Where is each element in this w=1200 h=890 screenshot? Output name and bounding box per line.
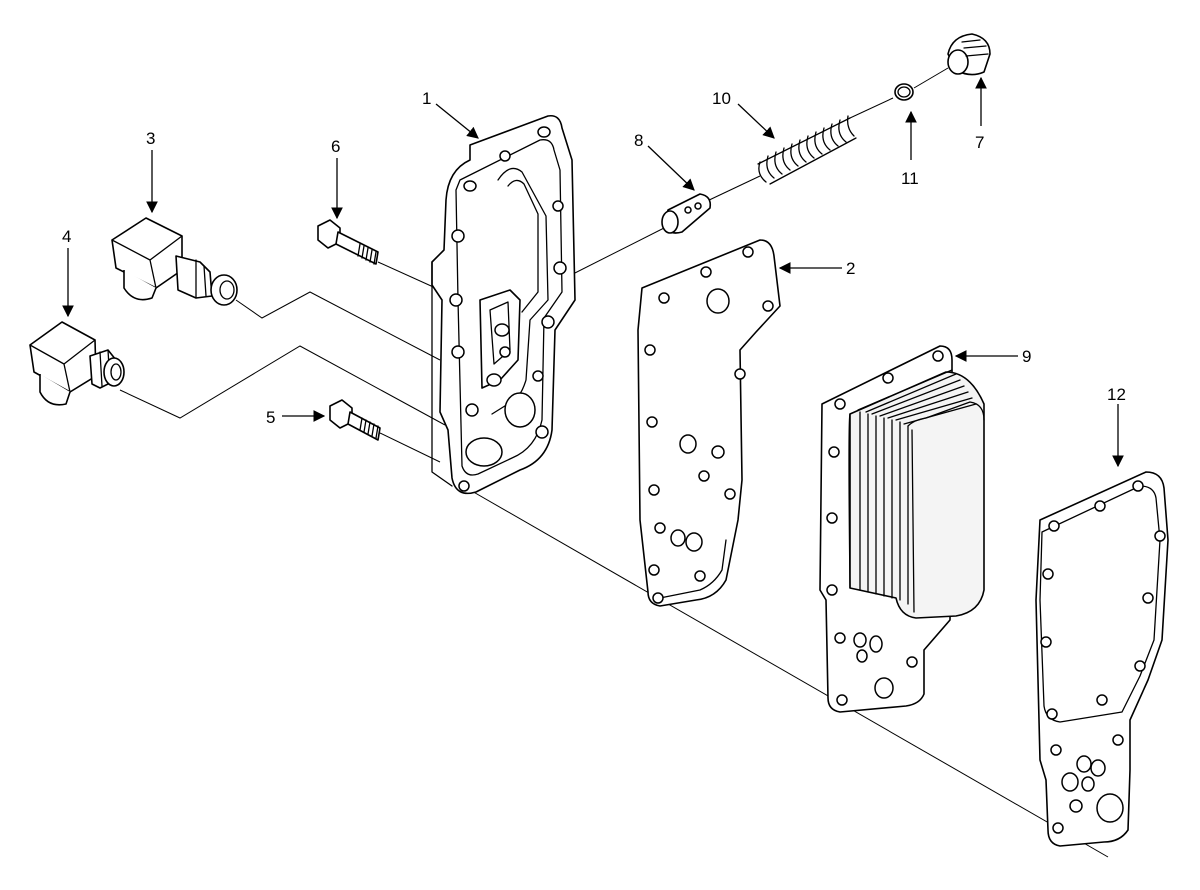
bolt-5 — [329, 399, 381, 441]
callout-label-10: 10 — [712, 89, 731, 108]
callout-label-1: 1 — [422, 89, 431, 108]
callout-label-9: 9 — [1022, 347, 1031, 366]
gasket-2 — [637, 239, 781, 607]
callout-1: 1 — [422, 89, 479, 139]
callout-8: 8 — [634, 131, 695, 191]
callout-label-7: 7 — [975, 133, 984, 152]
gasket-12 — [1035, 471, 1169, 847]
oil-cooler-9 — [819, 345, 985, 713]
spring-10 — [757, 115, 857, 185]
housing-1 — [431, 114, 576, 495]
callout-label-11: 11 — [901, 169, 919, 188]
callout-label-5: 5 — [266, 408, 275, 427]
callout-11: 11 — [901, 110, 919, 188]
plug-7 — [947, 33, 991, 76]
callout-5: 5 — [266, 408, 326, 427]
callout-2: 2 — [778, 259, 855, 278]
sensor-3 — [111, 217, 238, 306]
callout-10: 10 — [712, 89, 775, 139]
bolt-6 — [317, 219, 379, 265]
o-ring-11 — [894, 83, 914, 101]
callout-7: 7 — [975, 76, 987, 152]
callout-12: 12 — [1107, 385, 1126, 468]
callout-label-8: 8 — [634, 131, 643, 150]
callout-9: 9 — [954, 347, 1031, 366]
callout-4: 4 — [62, 227, 74, 318]
callout-label-2: 2 — [846, 259, 855, 278]
callout-label-3: 3 — [146, 129, 155, 148]
valve-plunger-8 — [661, 193, 712, 234]
sensor-4 — [29, 321, 125, 406]
callout-label-6: 6 — [331, 137, 340, 156]
callout-label-4: 4 — [62, 227, 71, 246]
assembly-lines — [119, 67, 1109, 858]
callout-label-12: 12 — [1107, 385, 1126, 404]
callout-3: 3 — [146, 129, 158, 214]
callout-6: 6 — [331, 137, 343, 220]
